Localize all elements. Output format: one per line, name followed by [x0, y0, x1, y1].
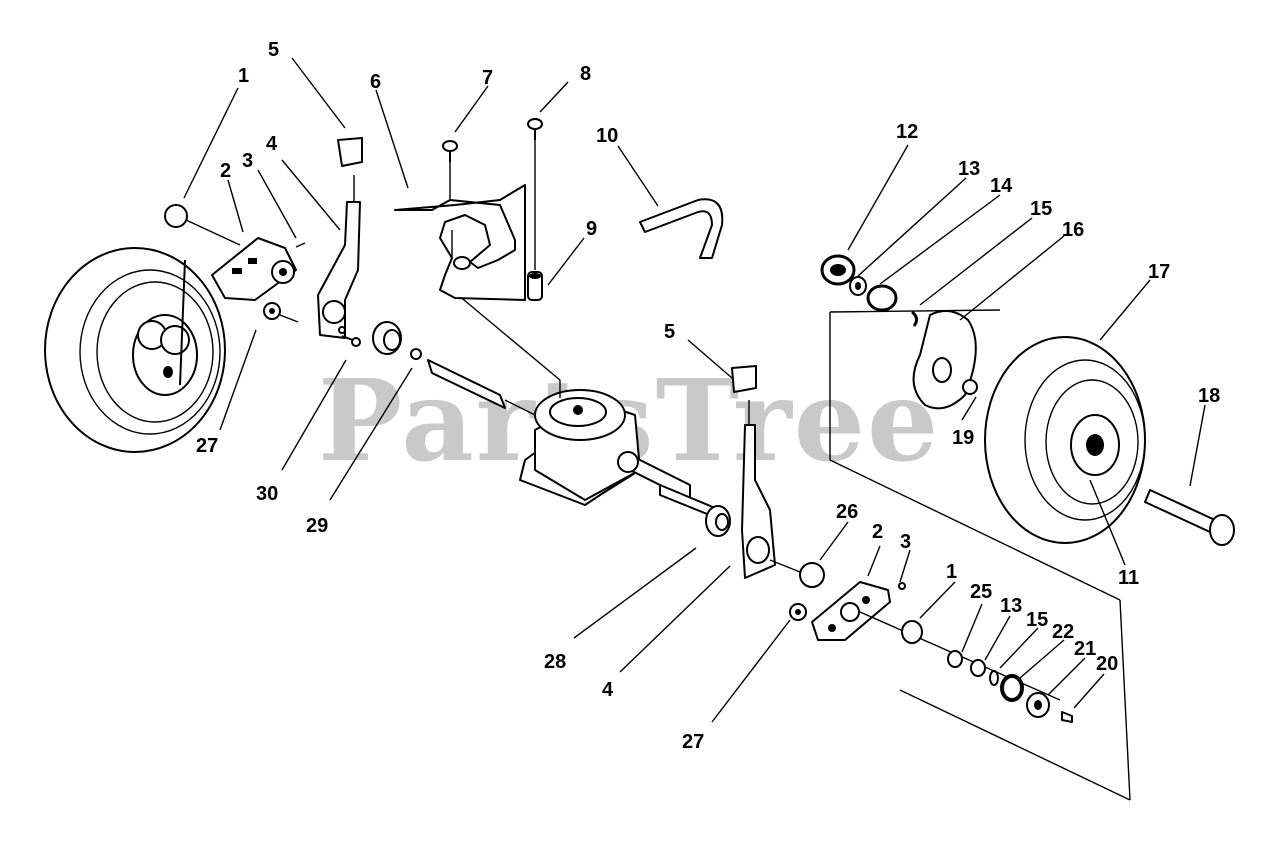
guard-bolt	[442, 140, 458, 200]
callout-5-right: 5	[664, 321, 675, 343]
callout-8: 8	[580, 63, 591, 85]
callout-14: 14	[990, 175, 1013, 197]
callout-15: 15	[1030, 198, 1052, 220]
left-wheel	[44, 247, 226, 453]
callout-17: 17	[1148, 261, 1170, 283]
belt-guard	[394, 184, 526, 301]
left-height-plate	[317, 137, 363, 339]
callout-10: 10	[596, 125, 618, 147]
right-nut	[789, 603, 807, 621]
callout-18: 18	[1198, 385, 1220, 407]
right-wheel-bolt	[1144, 489, 1235, 546]
callout-lines	[183, 57, 1206, 723]
callout-28: 28	[544, 651, 566, 673]
callout-25: 25	[970, 581, 992, 603]
left-bearing	[164, 204, 241, 246]
callout-20: 20	[1096, 653, 1118, 675]
callout-27-left: 27	[196, 435, 218, 457]
right-axle-bracket	[811, 581, 906, 641]
left-nut	[263, 302, 299, 323]
callout-13-right: 13	[1000, 595, 1022, 617]
right-axle-hardware	[859, 611, 1073, 723]
right-height-plate	[731, 365, 776, 579]
left-spacer-washer	[372, 321, 422, 360]
callout-1-right: 1	[946, 561, 957, 583]
callout-15-right: 15	[1026, 609, 1048, 631]
right-bearing	[769, 559, 825, 588]
callout-29: 29	[306, 515, 328, 537]
callout-3-right: 3	[900, 531, 911, 553]
right-wheel-drive-hardware	[820, 254, 978, 410]
right-axle-shaft	[659, 484, 731, 537]
drive-belt	[639, 198, 724, 259]
right-wheel	[984, 336, 1146, 544]
callout-21: 21	[1074, 638, 1096, 660]
callout-2-right: 2	[872, 521, 883, 543]
callout-4-right: 4	[602, 679, 614, 701]
callout-13: 13	[958, 158, 980, 180]
callout-16: 16	[1062, 219, 1084, 241]
left-axle-bracket	[211, 237, 306, 301]
callout-6: 6	[370, 71, 381, 93]
transmission	[451, 289, 691, 506]
callout-3: 3	[242, 150, 253, 172]
callout-labels: 1 2 3 4 5 6 7 8 9 10 12 13 14 15 16 17 1…	[196, 39, 1220, 753]
callout-27-right: 27	[682, 731, 704, 753]
callout-2: 2	[220, 160, 231, 182]
callout-5: 5	[268, 39, 279, 61]
callout-30: 30	[256, 483, 278, 505]
callout-11: 11	[1118, 567, 1139, 589]
callout-9: 9	[586, 218, 597, 240]
callout-19: 19	[952, 427, 974, 449]
left-small-bolt	[341, 335, 361, 347]
spacer	[527, 271, 543, 301]
callout-4: 4	[266, 133, 278, 155]
callout-12: 12	[896, 121, 918, 143]
spacer-bolt	[527, 118, 543, 270]
callout-26: 26	[836, 501, 858, 523]
left-axle-shaft	[427, 359, 536, 416]
callout-7: 7	[482, 67, 493, 89]
callout-1: 1	[238, 65, 249, 87]
callout-22: 22	[1052, 621, 1074, 643]
